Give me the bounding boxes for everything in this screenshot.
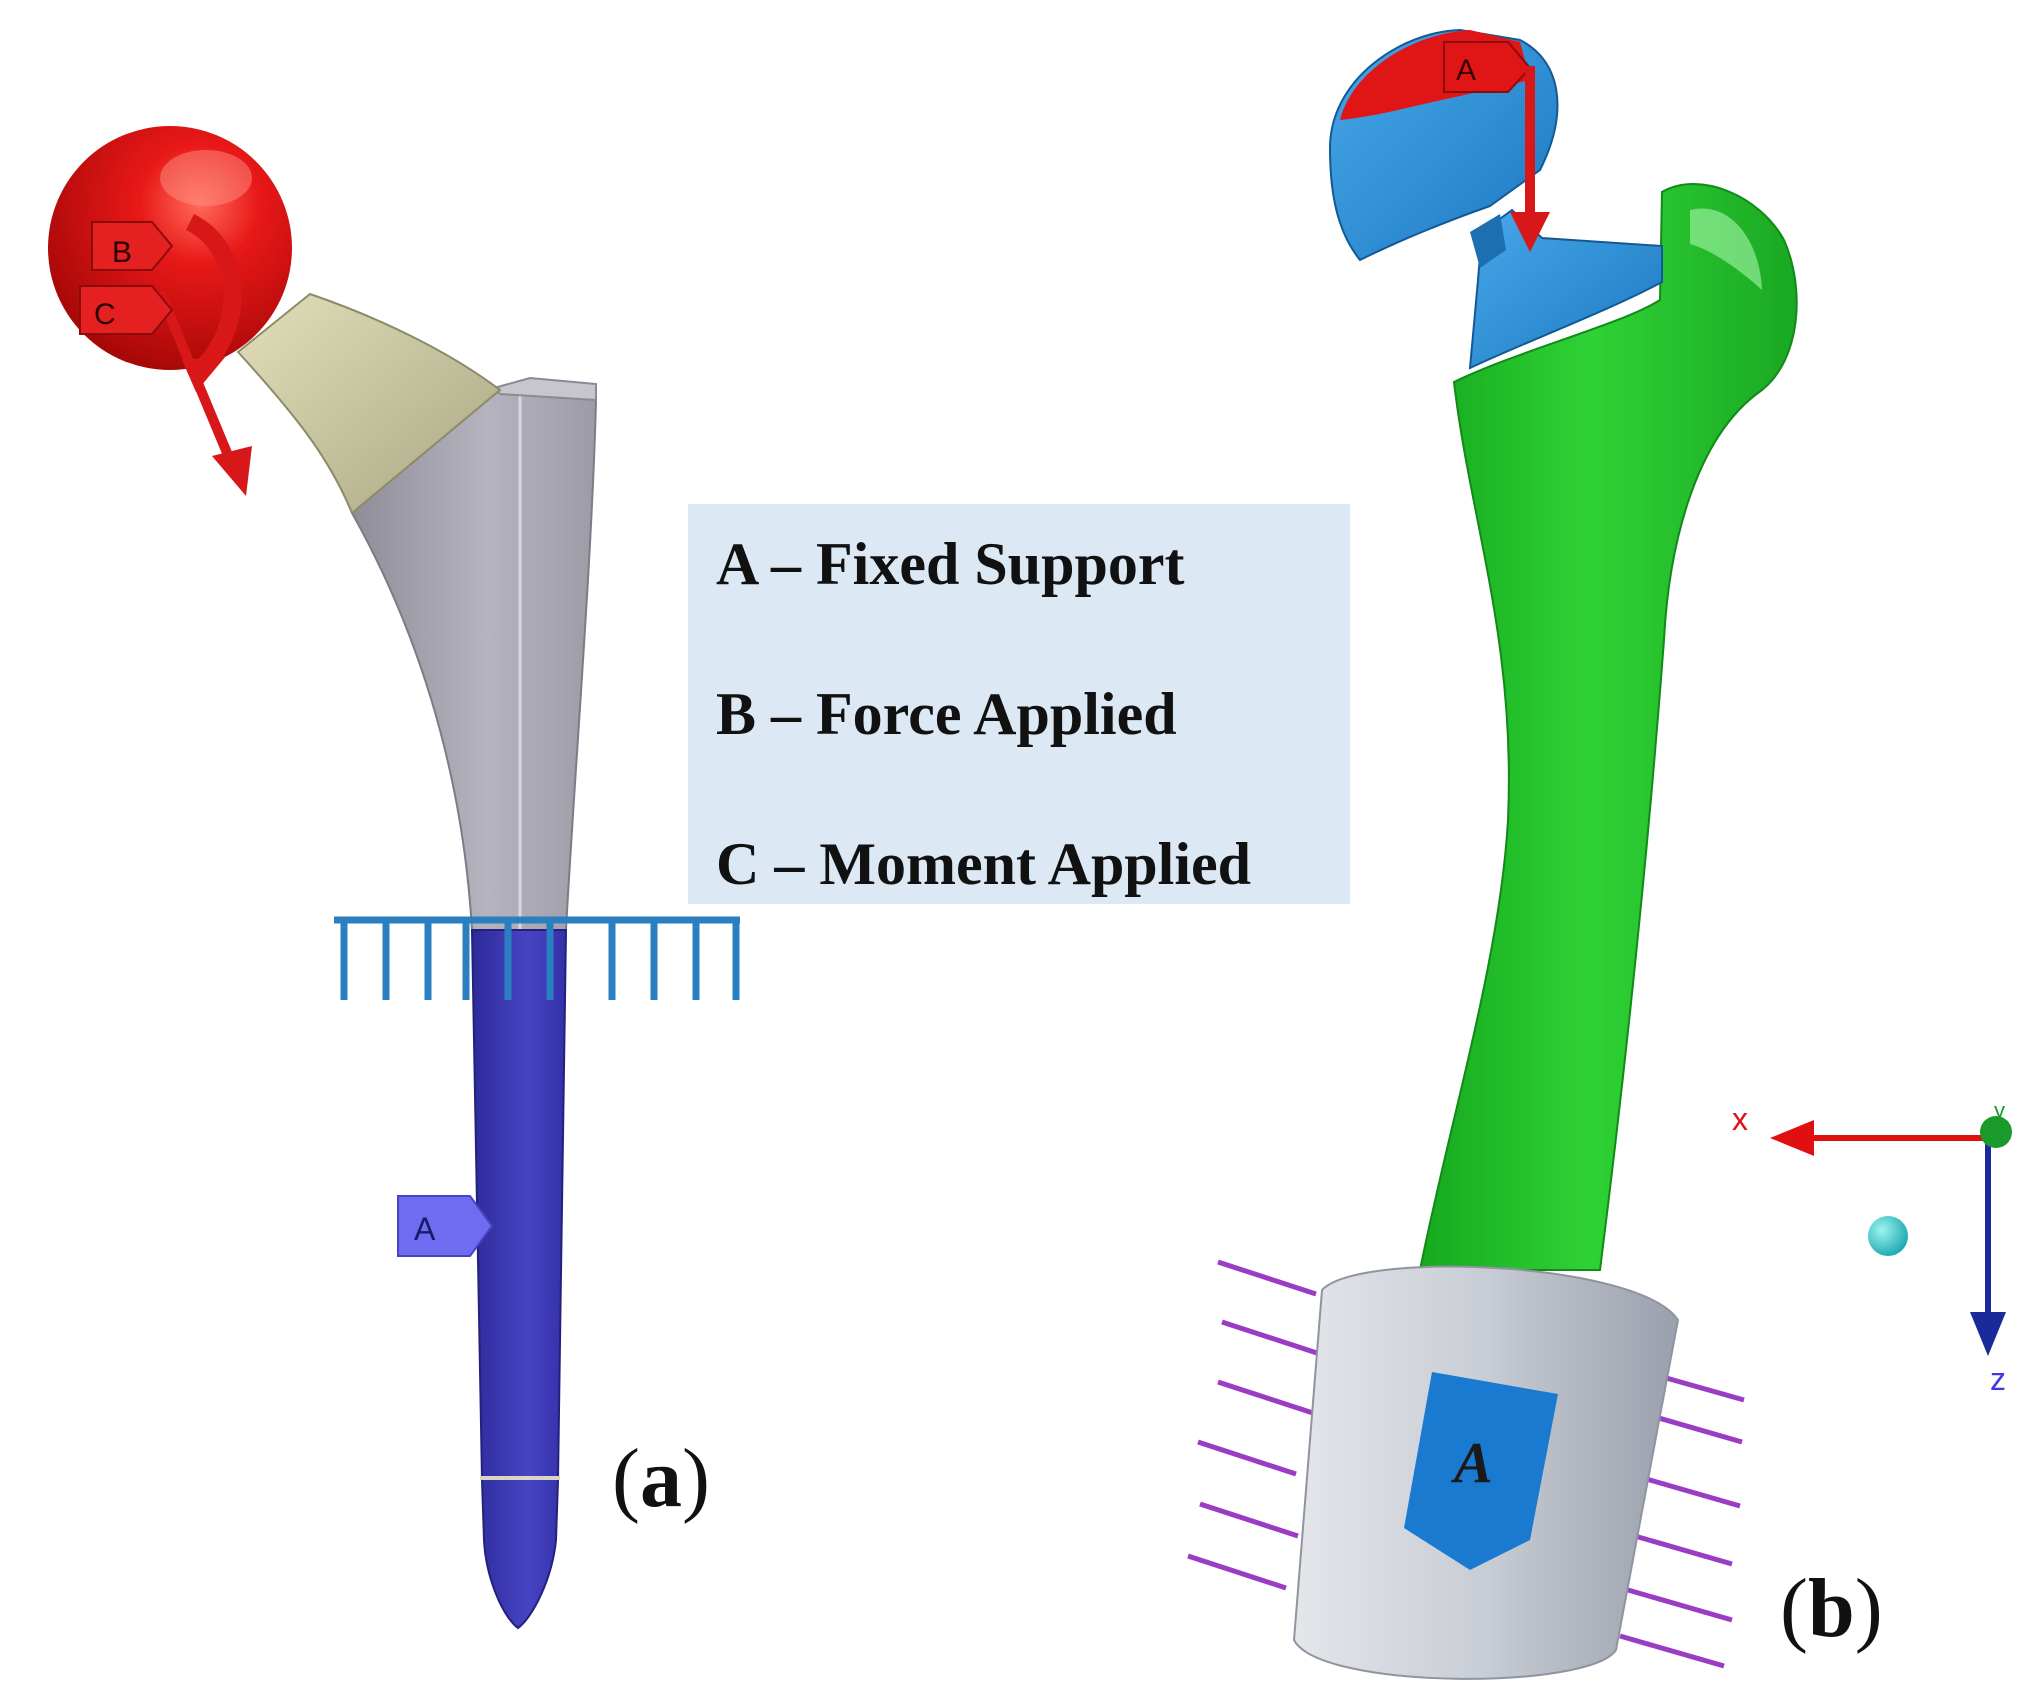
- panel-b-femur-model: A A x: [1187, 28, 2012, 1680]
- head-highlight-icon: [160, 150, 252, 206]
- femur-bone: [1418, 183, 1798, 1271]
- fixed-support-comb: [334, 916, 740, 1000]
- panel-label-a-letter: a: [639, 1432, 682, 1525]
- tag-a-shape: [397, 1195, 494, 1257]
- axis-z-label: z: [1990, 1361, 2006, 1397]
- tag-c-shape: [79, 285, 174, 335]
- axis-x-label: x: [1732, 1101, 1748, 1137]
- panel-label-b-open: (: [1780, 1562, 1808, 1655]
- implant-stem-post: [1470, 214, 1506, 268]
- panel-label-b-letter: b: [1807, 1562, 1855, 1655]
- panel-label-a-open: (: [612, 1432, 640, 1525]
- tag-c-label: C: [94, 298, 116, 331]
- moment-arrow-icon: [185, 213, 242, 377]
- panel-label-b-close: ): [1854, 1562, 1883, 1655]
- tag-b-shape: [91, 221, 174, 271]
- tag-b-label: B: [112, 236, 132, 269]
- stem-top-face: [492, 376, 597, 402]
- top-force-arrow-head-icon: [1510, 212, 1550, 252]
- stem-neck: [236, 292, 502, 515]
- support-hatch-left: [1187, 1259, 1321, 1591]
- block-label-shape: [1404, 1372, 1558, 1570]
- axis-y-label: y: [1994, 1098, 2005, 1123]
- legend-box: A – Fixed Support B – Force Applied C – …: [688, 504, 1350, 904]
- coordinate-triad: x z y: [1732, 1098, 2012, 1397]
- legend-item-fixed-support: A – Fixed Support: [716, 531, 1185, 597]
- implant-wedge: [1468, 208, 1663, 370]
- tag-top-label: A: [1456, 54, 1476, 87]
- block-label: A: [1451, 1430, 1493, 1495]
- stem-lower-body: [470, 929, 568, 1630]
- panel-label-a: (a): [612, 1430, 710, 1527]
- origin-marker-icon: [1868, 1216, 1908, 1256]
- bone-highlight-icon: [1690, 208, 1762, 290]
- axis-x-arrow-icon: [1770, 1120, 1814, 1156]
- tag-top-shape: [1443, 41, 1532, 93]
- panel-label-a-close: ): [681, 1432, 710, 1525]
- tag-a-label: A: [414, 1211, 436, 1247]
- support-hatch-right: [1619, 1367, 1745, 1669]
- axis-z-arrow-icon: [1970, 1312, 2006, 1356]
- legend-item-moment-applied: C – Moment Applied: [716, 831, 1252, 897]
- force-arrow-shaft-icon: [155, 290, 235, 462]
- panel-label-b: (b): [1780, 1560, 1883, 1657]
- force-arrow-head-icon: [212, 446, 252, 496]
- panel-a-hip-stem: B C A: [48, 126, 740, 1630]
- legend-item-force-applied: B – Force Applied: [716, 681, 1177, 747]
- axis-y-dot-icon: [1980, 1116, 2012, 1148]
